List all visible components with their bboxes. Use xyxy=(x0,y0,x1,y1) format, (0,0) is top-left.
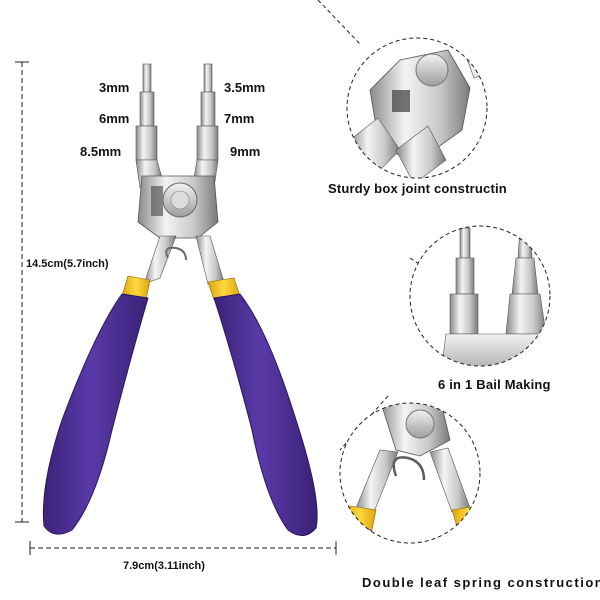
size-label-9mm: 9mm xyxy=(230,144,261,159)
height-dimension-label: 14.5cm(5.7inch) xyxy=(26,258,109,270)
size-label-3mm: 3mm xyxy=(99,80,130,95)
caption-box-joint: Sturdy box joint constructin xyxy=(328,181,507,196)
size-label-6mm: 6mm xyxy=(99,111,130,126)
detail-spring xyxy=(339,402,481,544)
size-label-8-5mm: 8.5mm xyxy=(80,144,122,159)
size-label-7mm: 7mm xyxy=(224,111,255,126)
width-dimension-label: 7.9cm(3.11inch) xyxy=(123,560,205,572)
pliers-main xyxy=(42,63,318,536)
caption-leaf-spring: Double leaf spring construction xyxy=(362,575,600,590)
left-jaw xyxy=(135,63,163,189)
detail-jaws xyxy=(409,225,551,367)
width-dimension-line xyxy=(29,541,337,555)
box-joint xyxy=(137,175,219,239)
detail-box-joint xyxy=(346,37,488,179)
size-label-3-5mm: 3.5mm xyxy=(224,80,266,95)
right-jaw xyxy=(193,63,219,189)
height-dimension-line xyxy=(15,61,29,523)
caption-bail-making: 6 in 1 Bail Making xyxy=(438,377,551,392)
